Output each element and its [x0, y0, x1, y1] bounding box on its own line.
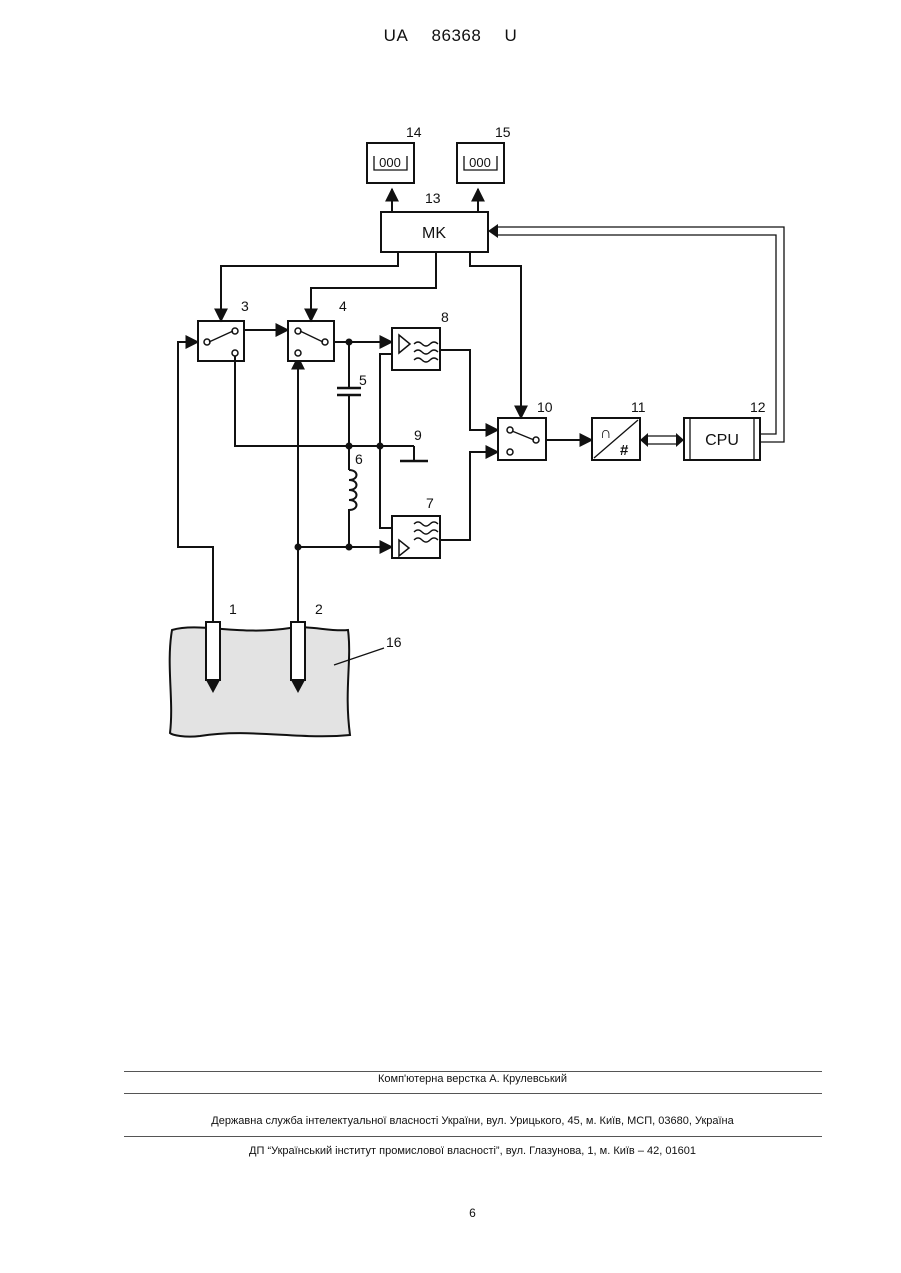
switch-3: [198, 321, 244, 361]
label-7: 7: [426, 495, 434, 511]
footer-rule-middle: [124, 1093, 822, 1094]
label-1: 1: [229, 601, 237, 617]
label-8: 8: [441, 309, 449, 325]
wire-filter7-to-s10: [440, 452, 498, 540]
footer-rule-top: [124, 1071, 822, 1072]
label-3: 3: [241, 298, 249, 314]
cpu-label: CPU: [705, 432, 739, 449]
electrode-1: [206, 622, 220, 693]
switch-10: [498, 418, 546, 460]
switch-4: [288, 321, 334, 361]
wire-filter8-to-s10: [440, 350, 498, 430]
electrode-2: [291, 622, 305, 693]
footer-layout-credit: Комп'ютерна верстка А. Крулевський: [0, 1073, 901, 1085]
inductor-6: [349, 470, 357, 547]
wire-e1-to-switch3: [178, 342, 213, 622]
filter-7: [392, 516, 440, 558]
label-11: 11: [631, 399, 646, 415]
display-14-readout: 000: [379, 155, 401, 170]
display-15-readout: 000: [469, 155, 491, 170]
wire-filter-ground: [380, 354, 392, 528]
soil-medium: [170, 627, 350, 736]
filter-8: [392, 328, 440, 370]
mk-label: MK: [422, 225, 446, 242]
label-12: 12: [750, 399, 766, 415]
bus-adc-cpu: [640, 433, 684, 447]
label-14: 14: [406, 124, 422, 140]
footer-agency: Державна служба інтелектуальної власност…: [0, 1115, 901, 1127]
wire-s3-to-ground: [235, 356, 414, 446]
label-4: 4: [339, 298, 347, 314]
label-10: 10: [537, 399, 553, 415]
page-number: 6: [0, 1206, 901, 1220]
adc-input-symbol: ∩: [600, 425, 612, 442]
label-9: 9: [414, 427, 422, 443]
adc-output-symbol: #: [620, 442, 629, 459]
footer-institute: ДП “Український інститут промислової вла…: [0, 1145, 901, 1157]
label-6: 6: [355, 451, 363, 467]
wire-mk-to-switch4: [311, 252, 436, 321]
label-15: 15: [495, 124, 511, 140]
label-16: 16: [386, 634, 402, 650]
wire-mk-to-switch10: [470, 252, 521, 418]
footer-rule-bottom: [124, 1136, 822, 1137]
label-5: 5: [359, 372, 367, 388]
label-13: 13: [425, 190, 441, 206]
label-2: 2: [315, 601, 323, 617]
